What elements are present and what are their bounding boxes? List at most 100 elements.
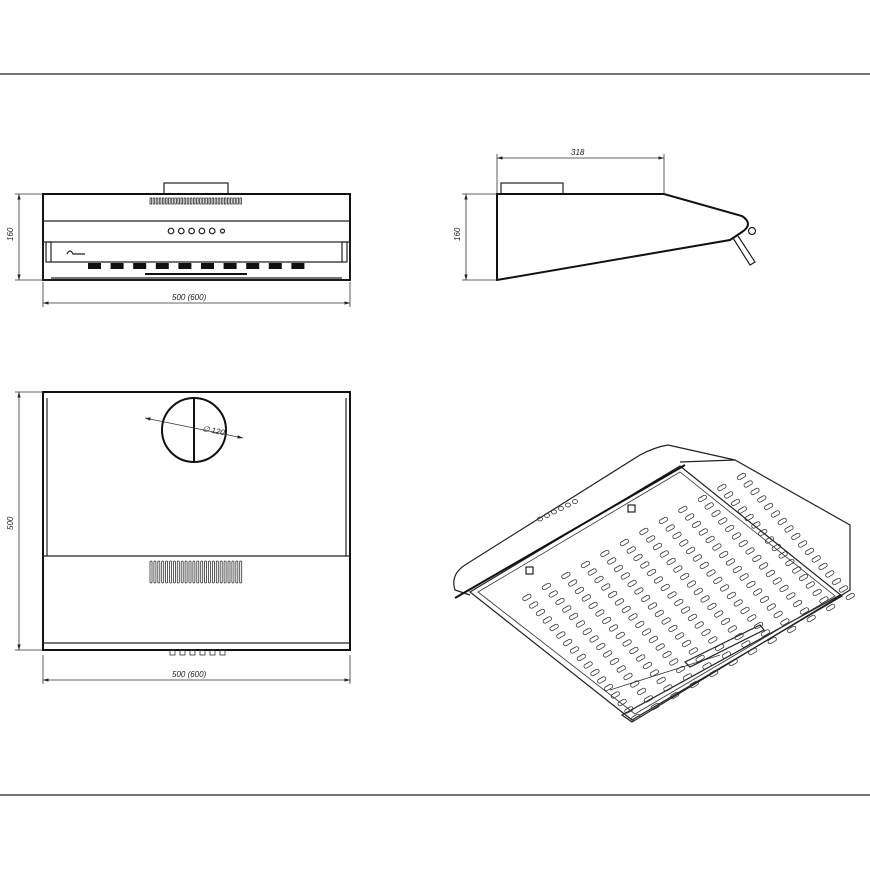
filter-slot (691, 520, 702, 529)
filter-slot (646, 535, 656, 543)
filter-slot (730, 498, 741, 507)
filter-slot (610, 691, 620, 699)
filter-slot (791, 532, 801, 541)
vent-slot (165, 197, 168, 205)
filter-slot (580, 560, 590, 569)
filter-slot (720, 584, 730, 592)
vent-slot (186, 197, 190, 205)
filter-slot (619, 538, 629, 547)
vent-slot (217, 197, 221, 205)
vent-slot (174, 197, 177, 205)
diameter-label: ∅ 120 (202, 424, 226, 437)
vent-slot (215, 560, 219, 584)
duct-collar (500, 182, 564, 195)
filter-slot (624, 706, 634, 714)
filter-frame (468, 465, 844, 721)
filter-slot (771, 543, 781, 552)
vent-slot (231, 560, 235, 584)
filter-slot (759, 562, 769, 570)
vent-slot (223, 560, 227, 584)
top-view: ∅ 120 500 500 (600) (6, 391, 351, 684)
filter-slot (804, 547, 814, 556)
filter-block (133, 263, 147, 269)
filter-slot (675, 632, 685, 640)
filter-slot (614, 598, 624, 606)
filter-slot (589, 635, 599, 643)
vent-slot (184, 560, 188, 584)
filter-slot (709, 669, 719, 678)
filter-slot (806, 614, 816, 623)
height-label: 160 (453, 227, 462, 241)
control-button (188, 227, 196, 235)
filter-slot (680, 572, 690, 581)
filter-slot (643, 695, 653, 703)
side-view: 318 160 (453, 148, 757, 282)
front-trim (42, 241, 351, 281)
filter-slot (695, 654, 705, 663)
filter-slot (786, 592, 796, 600)
filter-slot (607, 557, 617, 565)
hood-outline (42, 391, 351, 651)
filter-slot (727, 625, 737, 633)
control-button (551, 509, 557, 515)
filter-slot (621, 605, 631, 614)
filter-slot (658, 516, 668, 525)
control-button (167, 227, 175, 235)
control-button (208, 227, 216, 235)
knob (747, 226, 757, 236)
vent-slot (168, 197, 171, 205)
filter-slot (706, 569, 716, 577)
filter-slot (689, 680, 699, 689)
filter-slot (672, 531, 682, 540)
filter-slot (718, 517, 728, 525)
filter-slot (798, 573, 809, 582)
filter-slot (596, 642, 606, 651)
filter-slot (633, 553, 643, 562)
filter-block (246, 263, 260, 269)
filter-block (110, 263, 124, 269)
vent-slot (158, 197, 162, 205)
filter-slot (712, 543, 722, 551)
filter-slot (637, 687, 647, 696)
filter-slot (613, 564, 624, 573)
control-button (199, 649, 206, 656)
filter-slot (622, 639, 632, 647)
vent-slot (220, 197, 224, 205)
width-label: 500 (600) (172, 293, 207, 302)
control-button (219, 649, 226, 656)
filter-slot (754, 621, 764, 630)
filter-slot (616, 665, 626, 673)
filter-slot (785, 558, 795, 567)
filter-slot (721, 651, 731, 659)
filter-slot (715, 643, 725, 652)
filter-slot (529, 601, 539, 609)
filter-slot (798, 540, 808, 548)
front-rail (454, 464, 686, 599)
filter-slot (733, 599, 743, 607)
filter-slot (669, 658, 679, 666)
filter-slot (636, 654, 646, 662)
filter-block (223, 263, 237, 269)
filter-slot (665, 524, 675, 532)
vent-slot (192, 197, 196, 205)
vent-slot (239, 560, 243, 584)
filter-slot (687, 613, 697, 622)
filter-slot (838, 585, 848, 593)
filter-slots (522, 472, 855, 722)
vent-slot (177, 197, 180, 205)
filter-slot (597, 676, 607, 684)
filter-slot (679, 539, 689, 547)
filter-slot (719, 550, 729, 559)
vent-slot (161, 560, 165, 584)
vent-slot (230, 197, 233, 205)
filter-blocks (88, 263, 305, 269)
filter-slot (642, 628, 652, 636)
filter-slot (602, 616, 612, 625)
filter-slot (556, 631, 566, 639)
filter-slot (609, 657, 619, 666)
handle-rod (732, 235, 756, 266)
vent-slot (214, 197, 218, 205)
filter-slot (688, 647, 698, 655)
filter-slot (753, 588, 763, 596)
control-button (209, 649, 216, 656)
